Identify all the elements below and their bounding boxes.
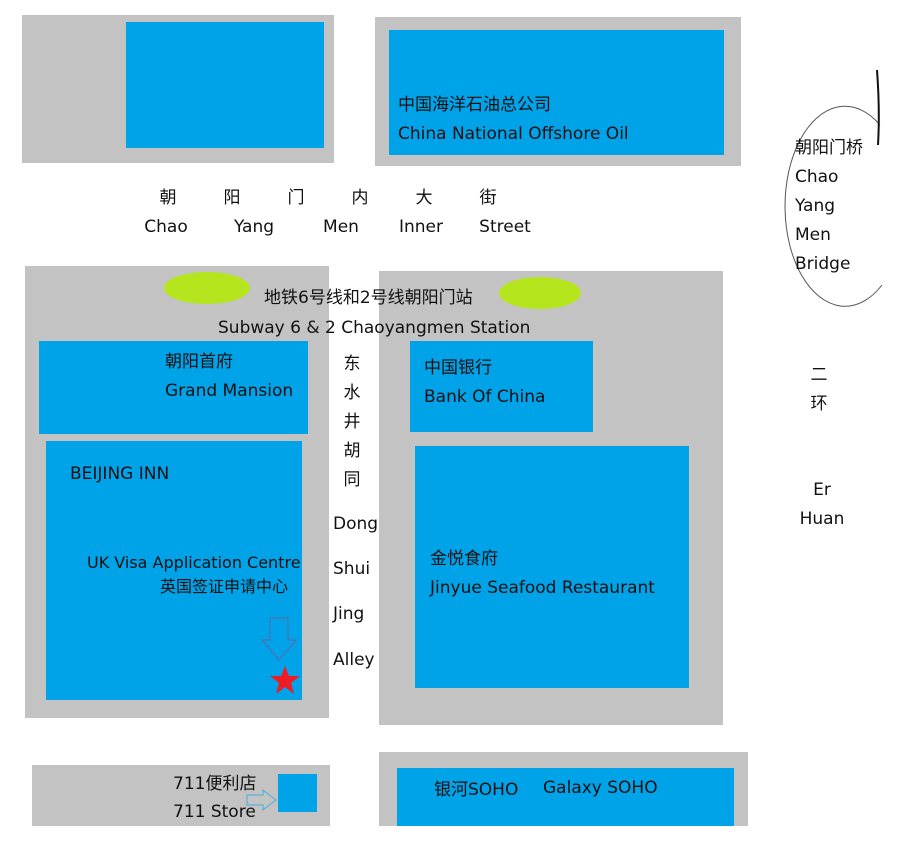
- subway-zh: 地铁6号线和2号线朝阳门站: [264, 288, 473, 308]
- building-bank-of-china: [410, 341, 593, 432]
- grand-mansion-en: Grand Mansion: [165, 381, 294, 401]
- jinyue-en: Jinyue Seafood Restaurant: [430, 578, 655, 598]
- bank-zh: 中国银行: [424, 358, 492, 378]
- building-grand-mansion: [39, 341, 308, 434]
- building-beijing-inn: [46, 441, 302, 700]
- galaxy-en: Galaxy SOHO: [543, 778, 658, 798]
- store-en: 711 Store: [173, 802, 256, 822]
- bridge-zh: 朝阳门桥: [795, 138, 863, 158]
- store-zh: 711便利店: [173, 774, 257, 794]
- building-cnooc: [389, 30, 724, 155]
- visa-centre-zh: 英国签证申请中心: [160, 577, 289, 596]
- subway-en: Subway 6 & 2 Chaoyangmen Station: [218, 318, 531, 338]
- arrow-down-icon: [260, 617, 298, 661]
- beijing-inn-label: BEIJING INN: [70, 464, 170, 484]
- building-galaxy-soho: [397, 768, 734, 826]
- bridge-en: Men: [795, 225, 831, 245]
- star-marker-icon: [270, 666, 300, 694]
- cnooc-zh: 中国海洋石油总公司: [398, 95, 551, 115]
- grand-mansion-zh: 朝阳首府: [165, 352, 233, 372]
- bridge-en: Chao: [795, 167, 839, 187]
- arrow-right-icon: [246, 788, 277, 812]
- subway-entrance-east: [499, 277, 581, 309]
- bank-en: Bank Of China: [424, 387, 546, 407]
- cnooc-en: China National Offshore Oil: [398, 124, 629, 144]
- bridge-en: Yang: [795, 196, 836, 216]
- subway-entrance-west: [164, 272, 250, 304]
- galaxy-zh: 银河SOHO: [434, 780, 519, 800]
- jinyue-zh: 金悦食府: [430, 549, 498, 569]
- building-711: [278, 774, 317, 812]
- building-top-left: [126, 22, 324, 148]
- bridge-en: Bridge: [795, 254, 851, 274]
- building-jinyue: [415, 446, 689, 688]
- visa-centre-en: UK Visa Application Centre: [87, 553, 301, 572]
